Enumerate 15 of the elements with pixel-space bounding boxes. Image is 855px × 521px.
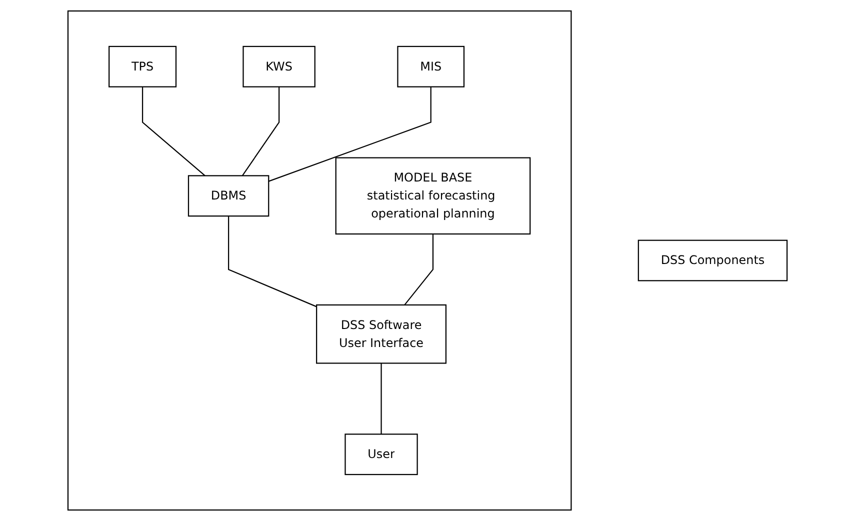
node-box: KWS [242,46,316,88]
connector [380,363,382,434]
connector [268,86,432,182]
node-box: MODEL BASE statistical forecasting operational planning [335,157,531,235]
node-box: User [344,434,418,476]
connector [404,234,434,306]
node-box: DSS Components [638,240,788,282]
node-box: TPS [108,46,177,88]
cluster [67,10,572,511]
connector [242,86,280,176]
connector [142,86,206,176]
node-box: DSS Software User Interface [316,304,446,364]
connector [228,216,317,308]
node-box: DBMS [188,175,270,217]
node-box: MIS [397,46,465,88]
